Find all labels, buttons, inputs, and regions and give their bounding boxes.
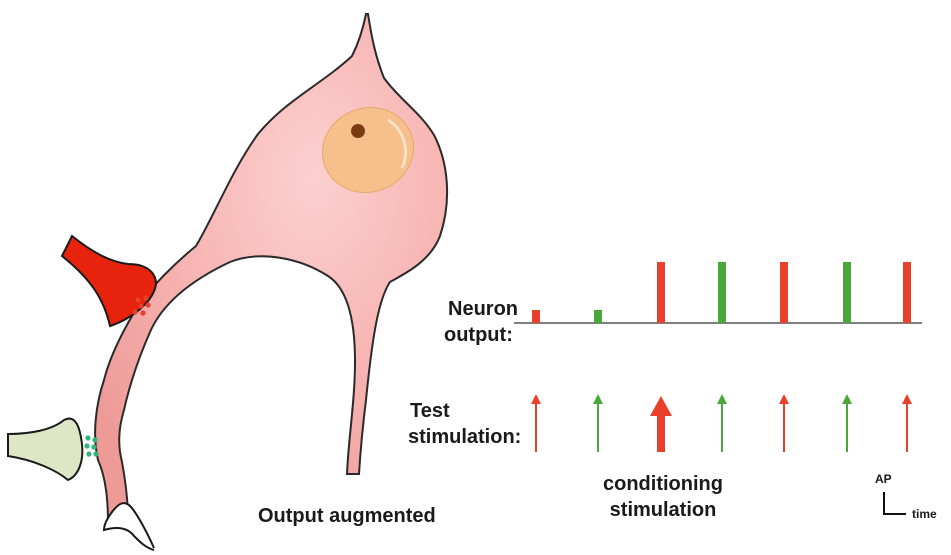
test-stimulation-line-1: Test (410, 398, 538, 424)
nucleolus (351, 124, 365, 138)
output-spike-1 (532, 310, 540, 323)
conditioning-line-1: conditioning (588, 471, 738, 497)
test-stimulation-line-2: stimulation: (408, 424, 538, 450)
test-arrow-7 (902, 394, 912, 452)
scale-ap-label: AP (875, 472, 892, 486)
output-spike-7 (903, 262, 911, 323)
output-spikes (532, 262, 911, 323)
output-spike-3 (657, 262, 665, 323)
test-stimulation-label: Test stimulation: (408, 398, 538, 450)
conditioning-arrow (650, 396, 672, 452)
stimulation-arrows (531, 394, 912, 452)
output-spike-4 (718, 262, 726, 323)
output-spike-2 (594, 310, 602, 323)
scale-time-label: time (912, 507, 937, 521)
neuron-output-label: Neuron output: (408, 296, 518, 348)
output-spike-6 (843, 262, 851, 323)
conditioning-stimulation-label: conditioning stimulation (588, 471, 738, 523)
scale-bar (884, 492, 906, 514)
output-spike-5 (780, 262, 788, 323)
neuron-output-line-2: output: (444, 322, 518, 348)
test-arrow-4 (717, 394, 727, 452)
output-augmented-label: Output augmented (258, 503, 436, 529)
test-arrow-2 (593, 394, 603, 452)
neuron-output-line-1: Neuron (408, 296, 518, 322)
test-arrow-6 (842, 394, 852, 452)
green-presynaptic-terminal (8, 419, 82, 480)
test-arrow-5 (779, 394, 789, 452)
conditioning-line-2: stimulation (588, 497, 738, 523)
